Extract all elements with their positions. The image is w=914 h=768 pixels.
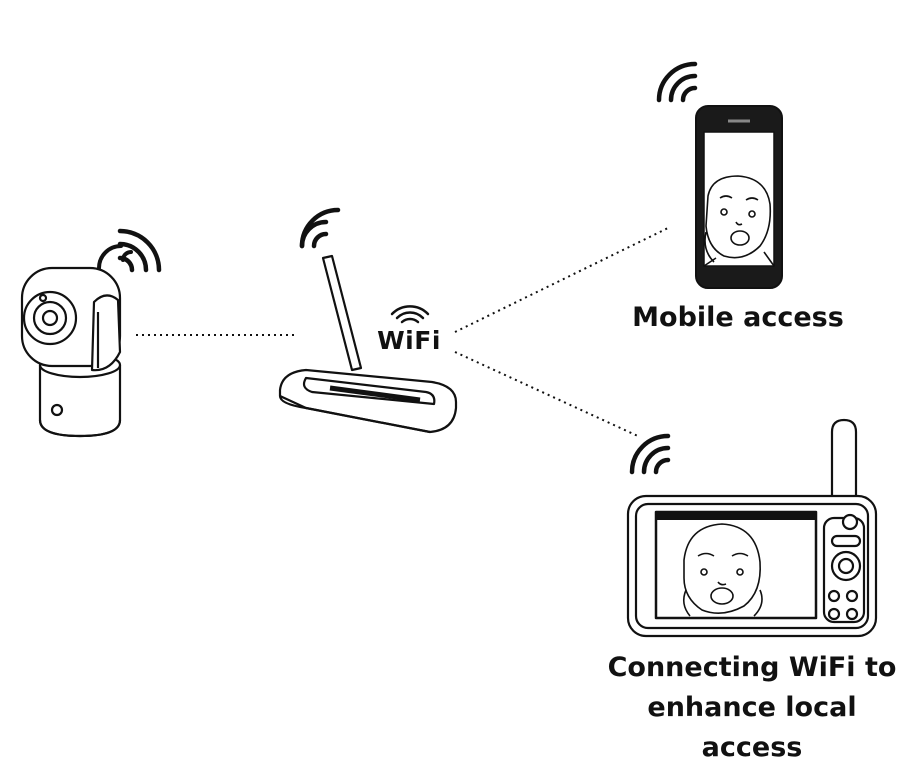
camera-icon xyxy=(20,266,122,438)
network-diagram xyxy=(20,61,878,638)
mobile-access-label: Mobile access xyxy=(632,302,844,333)
local-access-line-2: enhance local access xyxy=(647,692,857,763)
router-icon xyxy=(278,254,458,434)
wifi-label: WiFi xyxy=(377,326,441,355)
monitor-icon xyxy=(626,418,878,638)
router-monitor-link xyxy=(454,351,641,438)
camera-signal-waves xyxy=(117,228,162,273)
camera-wifi-signal-icon xyxy=(97,244,133,270)
phone-signal-waves xyxy=(656,61,698,103)
local-access-line-1: Connecting WiFi to xyxy=(607,652,897,683)
router-signal-waves xyxy=(299,207,341,249)
connection-lines xyxy=(136,227,669,438)
phone-icon xyxy=(695,105,783,289)
wifi-symbol-icon xyxy=(390,305,430,324)
monitor-signal-waves xyxy=(629,433,671,475)
local-access-label: Connecting WiFi to enhance local access xyxy=(596,648,908,768)
